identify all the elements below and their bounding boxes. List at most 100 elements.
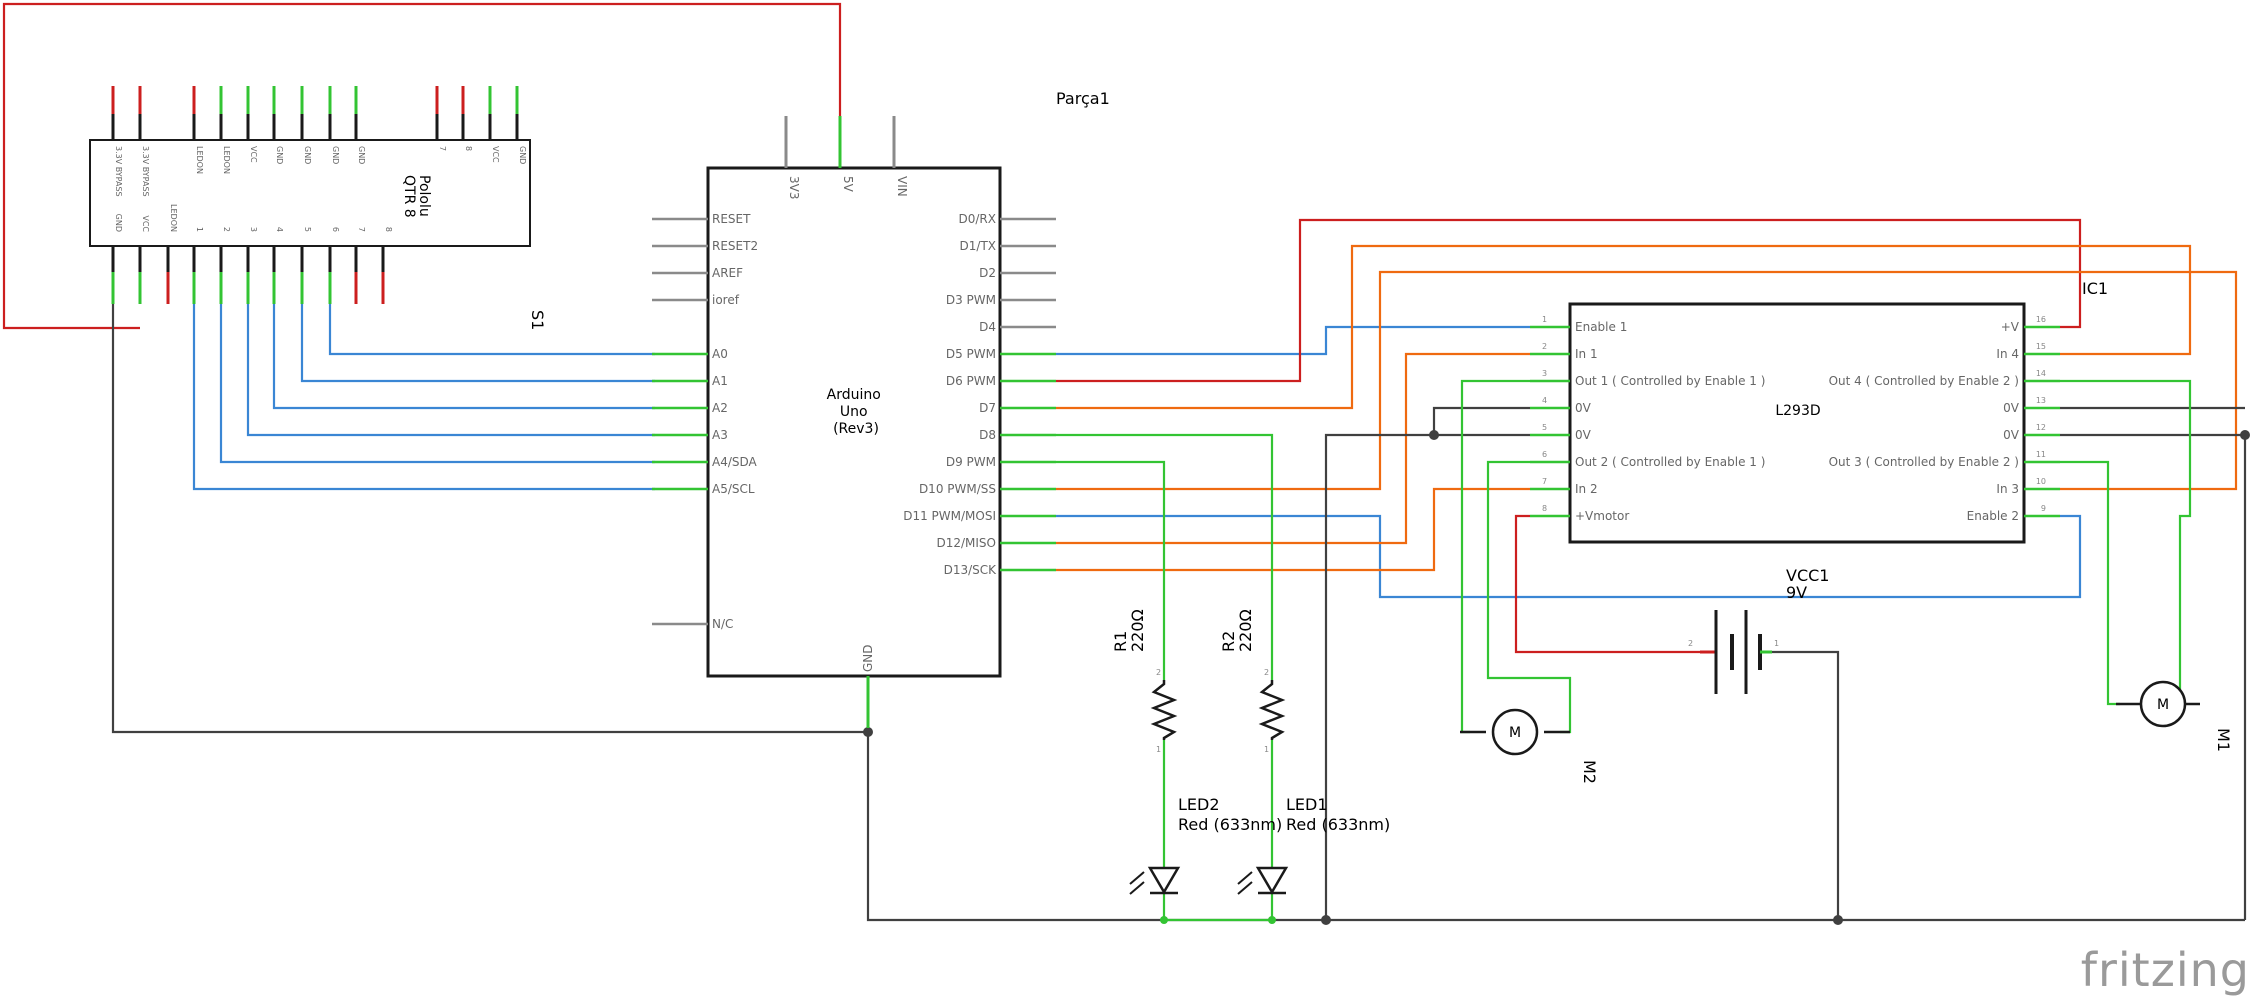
driver-right-pin-label: +V xyxy=(2001,320,2020,334)
led-triangle xyxy=(1255,866,1289,895)
wire-d12-in1 xyxy=(1056,352,1530,545)
junction xyxy=(1268,916,1276,924)
led-led1[interactable]: LED1 Red (633nm) xyxy=(1237,795,1390,895)
sensor-bottom-pin-label: 1 xyxy=(195,227,204,232)
wire-0v-right2 xyxy=(2060,433,2247,920)
driver-right-pin-number: 13 xyxy=(2036,396,2046,405)
driver-name: L293D xyxy=(1775,403,1820,419)
driver-left-pin-label: In 1 xyxy=(1575,347,1598,361)
wire-d9-r1 xyxy=(1056,460,1166,680)
led-led2[interactable]: LED2 Red (633nm) xyxy=(1129,795,1282,895)
arduino-right-pin-label: D3 PWM xyxy=(946,293,996,307)
sensor-bottom-pin-label: GND xyxy=(114,214,123,232)
resistor-pin: 2 xyxy=(1156,668,1161,677)
resistor-zigzag xyxy=(1150,680,1178,740)
driver-left-pin-number: 6 xyxy=(1542,450,1547,459)
driver-label: IC1 xyxy=(2082,279,2108,298)
arduino-left-pin-label: N/C xyxy=(712,617,733,631)
arduino-right-pin-label: D1/TX xyxy=(960,239,996,253)
sensor-bottom-pin-label: 4 xyxy=(275,227,284,232)
sensor-bottom-pin-label: 6 xyxy=(331,227,340,232)
sensor-bottom-pin-label: 5 xyxy=(303,227,312,232)
driver-right-pin-number: 10 xyxy=(2036,477,2046,486)
sensor-top-pin-label: 3.3V BYPASS xyxy=(141,146,150,197)
resistor-zigzag xyxy=(1258,680,1286,740)
sensor-top-pin-label: 7 xyxy=(438,146,447,151)
battery-vcc1[interactable]: 2 1 VCC1 9V xyxy=(1688,566,1829,694)
driver-body xyxy=(1568,302,2026,544)
sensor-name-line1: Pololu xyxy=(416,175,432,217)
sensor-bottom-pin-label: 8 xyxy=(384,227,393,232)
arduino-left-pin-label: AREF xyxy=(712,266,743,280)
wire-s4-a2 xyxy=(272,290,655,410)
motor-label: M2 xyxy=(1580,760,1599,784)
wires xyxy=(2,2,2247,922)
arduino-gnd-label: GND xyxy=(861,644,875,672)
motor-symbol: M xyxy=(2157,697,2169,713)
driver-right-pin-number: 16 xyxy=(2036,315,2046,324)
resistor-pin: 1 xyxy=(1264,745,1269,754)
motor-symbol: M xyxy=(1509,725,1521,741)
arduino-left-pin-label: RESET2 xyxy=(712,239,758,253)
arduino-left-pin-label: A0 xyxy=(712,347,728,361)
arduino-left-pin-label: A3 xyxy=(712,428,728,442)
arduino-left-pin-label: A1 xyxy=(712,374,728,388)
wire-s1-a5 xyxy=(192,290,655,491)
resistor-r2[interactable]: 2 1 R2 220Ω xyxy=(1219,609,1286,900)
sensor-top-pin-label: VCC xyxy=(249,146,258,163)
arduino-right-pin-label: D8 xyxy=(979,428,996,442)
motor-m1[interactable]: M M1 xyxy=(2116,680,2233,752)
arduino-right-pin-label: D6 PWM xyxy=(946,374,996,388)
driver-left-pin-label: 0V xyxy=(1575,428,1592,442)
arduino-left-pins: RESETRESET2AREFiorefA0A1A2A3A4/SDAA5/SCL… xyxy=(652,212,758,631)
resistor-pin: 2 xyxy=(1264,668,1269,677)
arduino-right-pin-label: D5 PWM xyxy=(946,347,996,361)
arduino-right-pin-label: D7 xyxy=(979,401,996,415)
wire-5v-vcc xyxy=(2,2,842,330)
sensor-top-pin-label: 8 xyxy=(464,146,473,151)
wire-arduino-gnd xyxy=(866,680,2245,922)
driver-right-pin-number: 14 xyxy=(2036,369,2046,378)
motor-m2[interactable]: M M2 xyxy=(1460,708,1599,784)
wire-d13-in2 xyxy=(1056,487,1530,572)
driver-left-pin-number: 1 xyxy=(1542,315,1547,324)
driver-left-pin-number: 8 xyxy=(1542,504,1547,513)
led-triangle xyxy=(1147,866,1181,895)
driver-right-pin-label: 0V xyxy=(2003,401,2020,415)
sensor-body xyxy=(89,139,531,247)
arduino-right-pin-label: D0/RX xyxy=(959,212,996,226)
wire-0v-left xyxy=(1324,406,1530,920)
arduino-right-pin-label: D4 xyxy=(979,320,996,334)
junction xyxy=(1833,915,1843,925)
wire-led-gnd xyxy=(1162,900,1274,922)
driver-left-pin-label: Out 2 ( Controlled by Enable 1 ) xyxy=(1575,455,1765,469)
sensor-top-pin-label: LEDON xyxy=(222,146,231,174)
wire-out3-m1 xyxy=(2060,460,2120,706)
arduino-right-pin-label: D9 PWM xyxy=(946,455,996,469)
led-ray xyxy=(1129,871,1145,885)
sensor-top-pin-label: 3.3V BYPASS xyxy=(114,146,123,197)
sensor-name: PololuQTR 8 xyxy=(401,175,432,218)
junction xyxy=(1429,430,1439,440)
driver-right-pin-number: 9 xyxy=(2041,504,2046,513)
arduino-name-line2: Uno xyxy=(840,404,868,420)
wire-bat-gnd xyxy=(1772,650,1840,920)
arduino-body xyxy=(706,166,1002,678)
arduino-right-pin-label: D13/SCK xyxy=(944,563,998,577)
sensor-bottom-pin-label: LEDON xyxy=(169,204,178,232)
driver-right-pin-label: Out 4 ( Controlled by Enable 2 ) xyxy=(1829,374,2019,388)
wire-vmotor-bat xyxy=(1514,514,1700,654)
junction xyxy=(2240,430,2250,440)
driver-left-pin-number: 5 xyxy=(1542,423,1547,432)
junction xyxy=(1160,916,1168,924)
battery-label: VCC1 xyxy=(1786,566,1829,585)
driver-left-pin-number: 4 xyxy=(1542,396,1547,405)
led-label: LED2 xyxy=(1178,795,1220,814)
